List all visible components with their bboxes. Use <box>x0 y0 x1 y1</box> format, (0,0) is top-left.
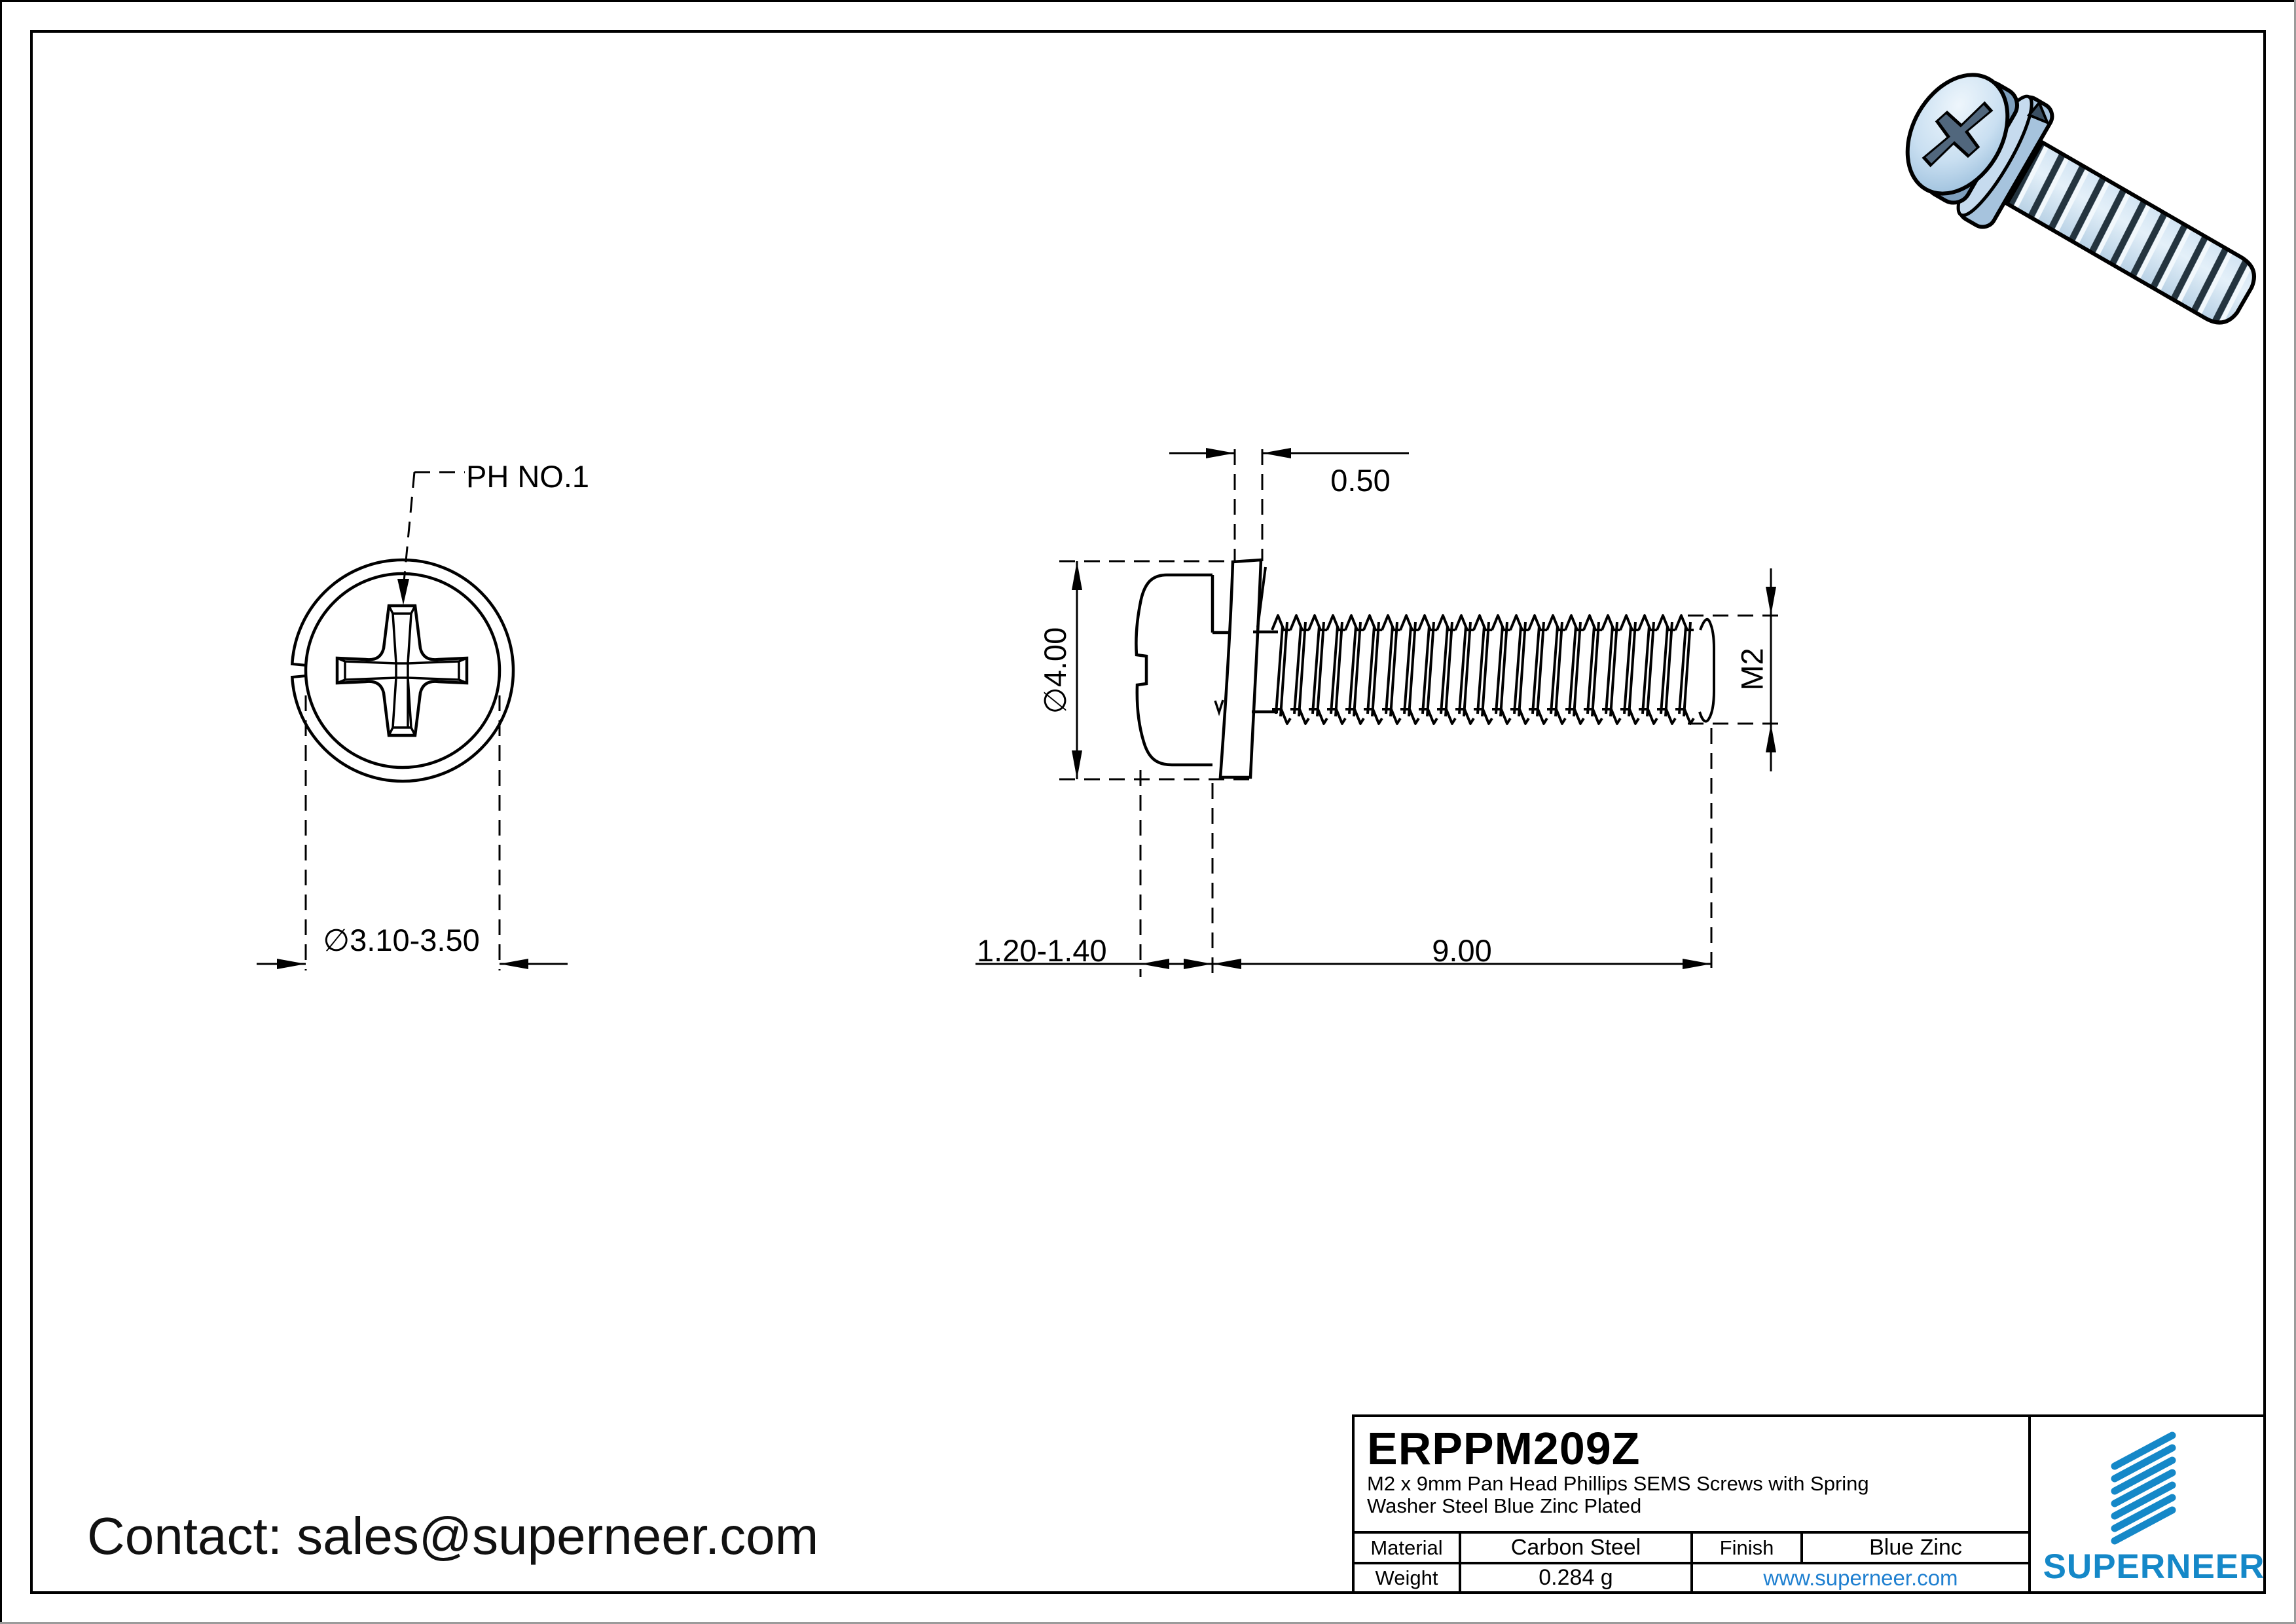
part-number: ERPPM209Z <box>1367 1423 1641 1474</box>
screw-3d-render <box>1905 73 2256 325</box>
part-description: M2 x 9mm Pan Head Phillips SEMS Screws w… <box>1367 1473 1869 1517</box>
thread-profile <box>1271 614 1695 725</box>
description-line-2: Washer Steel Blue Zinc Plated <box>1367 1494 1642 1517</box>
head-height-label: 1.20-1.40 <box>977 933 1107 968</box>
drawing-frame <box>30 30 2266 1594</box>
contact-email-text: Contact: sales@superneer.com <box>87 1507 819 1565</box>
length-dimensions <box>975 728 1713 977</box>
page-edge-left <box>0 0 2 1624</box>
shank-lines <box>1252 630 1278 714</box>
finish-label-cell: Finish <box>1719 1536 1774 1559</box>
side-view-drawing <box>975 448 1786 977</box>
brand-name: SUPERNEER <box>2043 1547 2265 1586</box>
thread-length-label: 9.00 <box>1432 933 1492 968</box>
phillips-recess <box>335 604 469 737</box>
screw-3d-phillips-cross <box>1922 101 1994 168</box>
washer-od-dimension <box>1059 560 1252 781</box>
washer-od-label: ∅4.00 <box>1038 627 1072 714</box>
material-label-cell: Material <box>1370 1536 1443 1559</box>
material-value-cell: Carbon Steel <box>1510 1535 1641 1560</box>
head-outline-circle <box>304 572 501 769</box>
washer-thickness-dimension <box>1169 448 1409 563</box>
head-diameter-dimension <box>257 695 568 970</box>
title-block-grid <box>1352 1414 2266 1594</box>
spring-washer-outline <box>288 558 515 783</box>
finish-value-cell: Blue Zinc <box>1869 1535 1962 1560</box>
leader-arrowhead <box>397 579 409 605</box>
weight-label-cell: Weight <box>1375 1566 1438 1589</box>
screw-3d-shank <box>2004 139 2256 325</box>
washer-thickness-label: 0.50 <box>1330 463 1391 498</box>
description-line-1: M2 x 9mm Pan Head Phillips SEMS Screws w… <box>1367 1472 1869 1495</box>
washer-split-notch <box>2027 100 2050 125</box>
top-view-drawing <box>257 471 568 970</box>
weight-value-cell: 0.284 g <box>1539 1565 1613 1590</box>
recess-leader-line <box>403 471 465 582</box>
brand-logo-icon <box>2111 1431 2176 1545</box>
page-edge-bottom <box>0 1622 2296 1624</box>
thread-size-label: M2 <box>1734 648 1770 691</box>
website-link[interactable]: www.superneer.com <box>1763 1565 1958 1590</box>
head-diameter-label: ∅3.10-3.50 <box>323 923 480 957</box>
page-edge-top <box>0 0 2296 2</box>
head-profile <box>1135 573 1231 767</box>
recess-label: PH NO.1 <box>466 459 590 494</box>
thread-size-dimension <box>1688 568 1786 771</box>
thread-end-cap <box>1698 618 1715 723</box>
washer-profile <box>1214 558 1267 779</box>
page-edge-right <box>2294 0 2296 1624</box>
